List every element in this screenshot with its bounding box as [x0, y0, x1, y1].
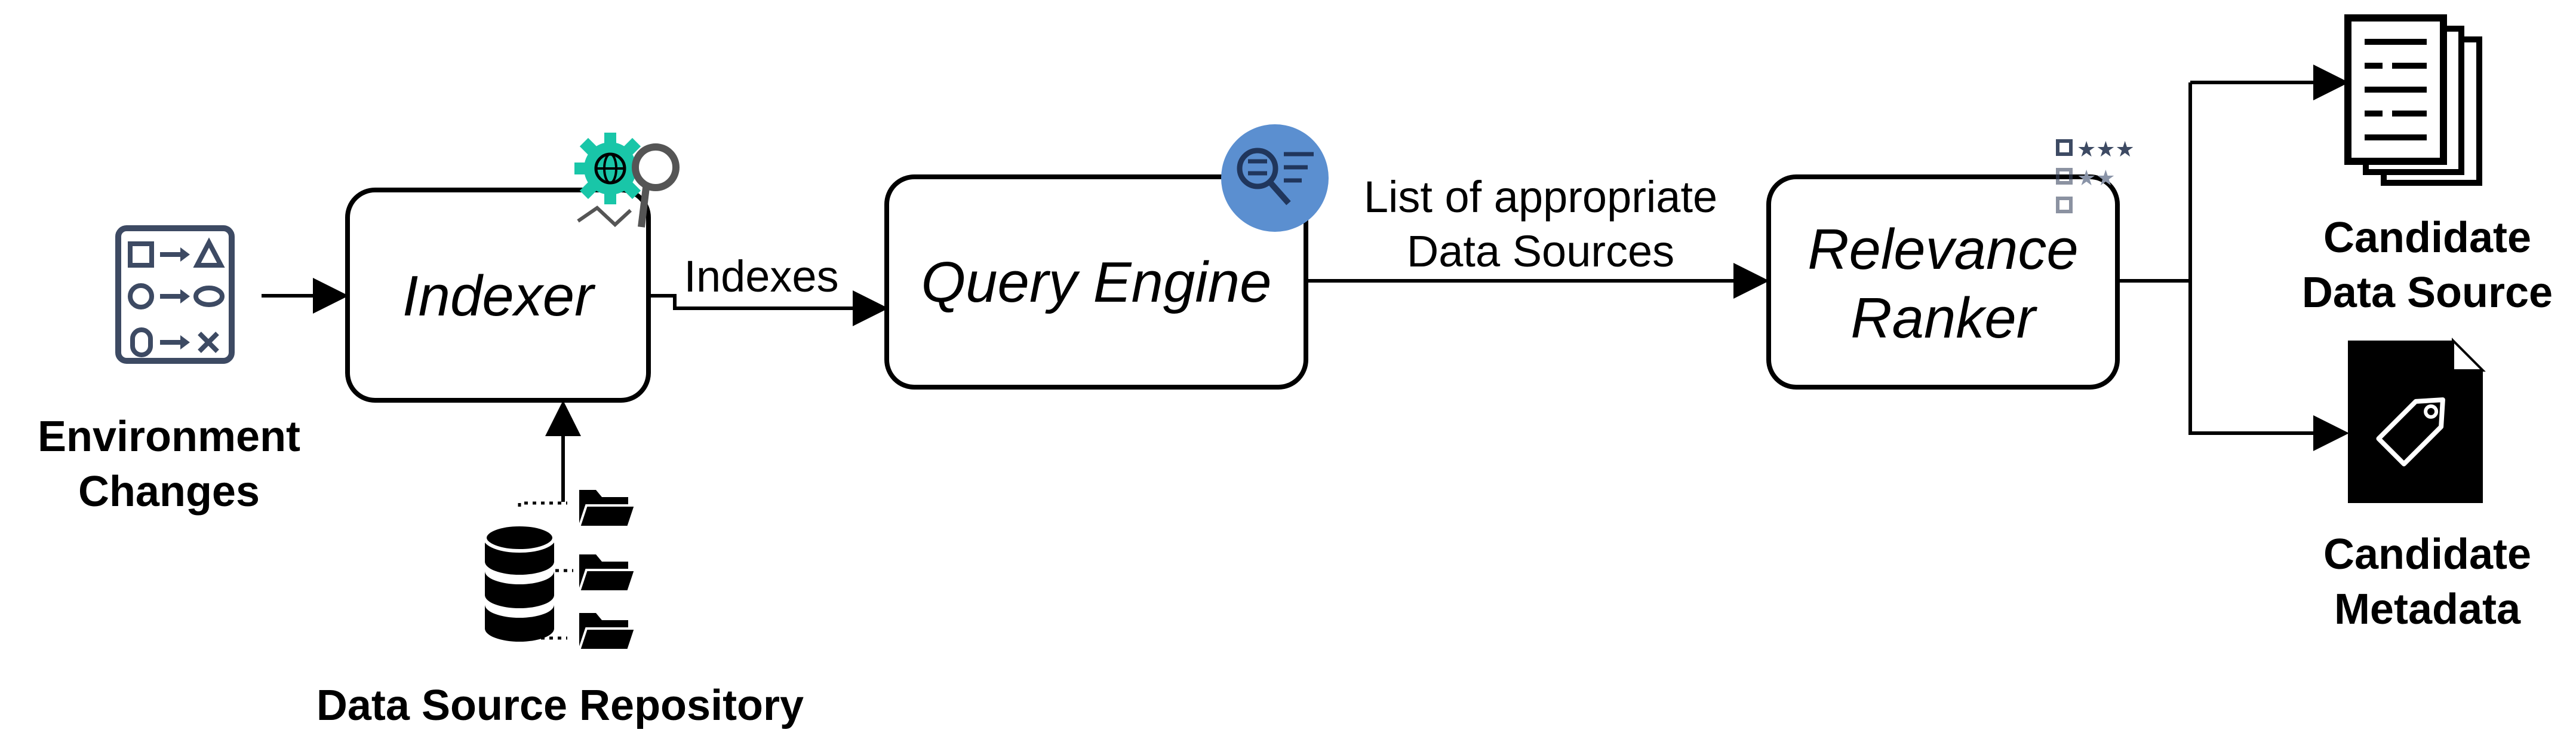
environment-changes-label-line2: Changes [78, 468, 260, 516]
relevance-ranker-label-line2: Ranker [1850, 286, 2038, 350]
environment-changes-label-line1: Environment [38, 413, 300, 461]
indexes-edge-label: Indexes [684, 252, 838, 301]
indexer-to-query-engine-arrow [648, 290, 889, 326]
candidate-data-source-label-line2: Data Source [2302, 269, 2553, 317]
list-sources-edge-label-line2: Data Sources [1407, 226, 1674, 276]
candidate-data-source-label-line1: Candidate [2323, 214, 2531, 262]
query-engine-label: Query Engine [921, 250, 1271, 314]
document-icon [2344, 14, 2482, 186]
svg-text:★★★: ★★★ [2077, 137, 2135, 162]
folder-icon [577, 613, 637, 651]
relevance-ranker-node [1766, 174, 2120, 390]
data-source-repository-label: Data Source Repository [316, 682, 804, 729]
indexer-label: Indexer [402, 264, 596, 328]
database-icon [483, 501, 573, 642]
gear-search-icon [574, 133, 680, 228]
query-search-icon [1221, 124, 1329, 232]
candidate-metadata-label-line1: Candidate [2323, 531, 2531, 578]
star-rating-icon: ★★★ ★★ [2056, 137, 2135, 213]
ranker-to-outputs-connector [2117, 82, 2192, 283]
ranker-to-metadata-arrow [2188, 281, 2349, 451]
list-sources-edge-label-line1: List of appropriate [1364, 172, 1717, 222]
relevance-ranker-label-line1: Relevance [1807, 217, 2079, 281]
rules-list-icon [115, 225, 235, 364]
folder-icon [577, 490, 637, 528]
folder-icon [577, 554, 637, 593]
svg-text:★★: ★★ [2077, 166, 2116, 191]
tag-icon [2348, 338, 2486, 503]
candidate-metadata-label-line2: Metadata [2334, 586, 2521, 633]
